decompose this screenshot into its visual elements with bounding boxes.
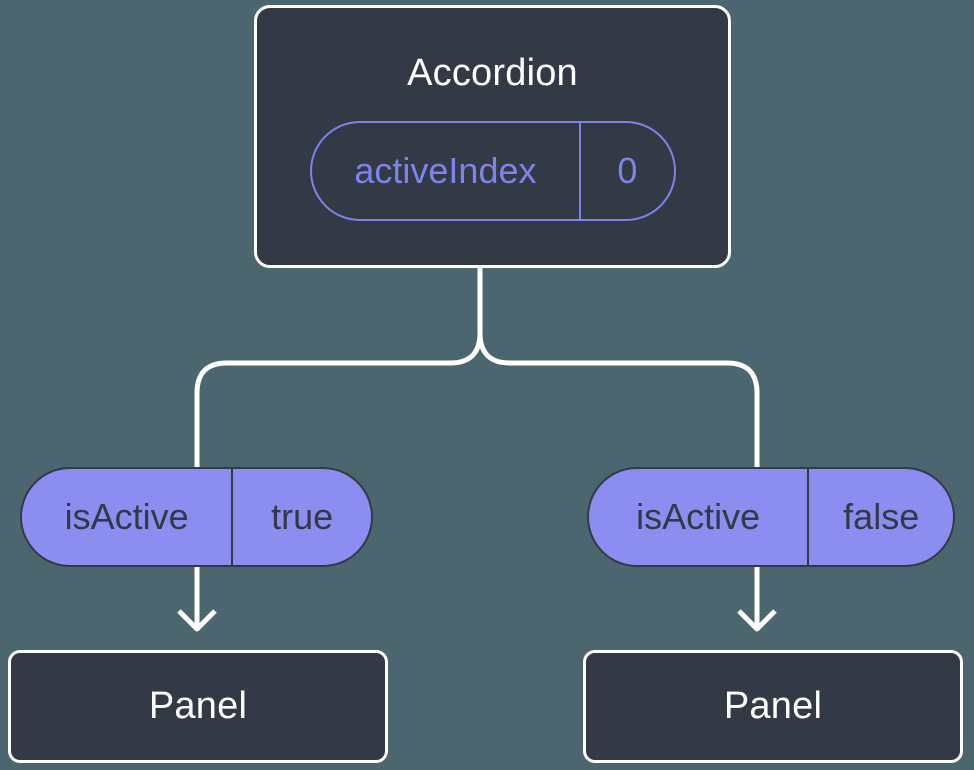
panel-node-left: Panel [8,650,388,763]
connector-root-to-left-pill [194,266,483,468]
prop-pill-isactive-left: isActive true [20,467,373,567]
prop-pill-name: isActive [22,469,234,565]
accordion-node-title: Accordion [407,51,578,94]
panel-node-title: Panel [148,684,248,727]
prop-pill-isactive-right: isActive false [587,467,955,567]
panel-node-title: Panel [723,684,823,727]
prop-pill-value: true [271,496,334,537]
arrow-left-pill-to-panel [177,566,217,632]
state-pill-name: activeIndex [312,123,582,220]
connector-root-to-right-pill [477,266,760,468]
accordion-node: Accordion activeIndex 0 [254,5,731,268]
panel-node-right: Panel [583,650,963,763]
prop-pill-name: isActive [589,469,810,565]
prop-pill-value: false [843,496,920,537]
state-pill-activeindex: activeIndex 0 [309,121,676,222]
state-pill-value: 0 [617,150,638,192]
arrow-right-pill-to-panel [737,566,777,632]
